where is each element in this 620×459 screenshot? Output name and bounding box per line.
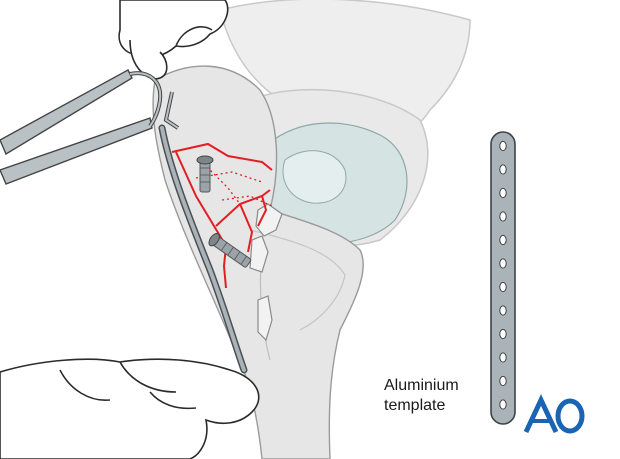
- forceps-icon: [0, 69, 180, 185]
- screw-icon: [208, 233, 252, 268]
- template-hole: [499, 375, 507, 387]
- template-hole: [499, 258, 507, 269]
- template-hole: [499, 211, 507, 222]
- bent-template-on-bone: [158, 124, 248, 374]
- template-holes: [499, 140, 507, 410]
- template-hole: [499, 281, 507, 293]
- template-hole: [499, 140, 507, 152]
- hand-icon: [118, 0, 229, 80]
- patella-soft-tissue: [258, 122, 408, 245]
- hand-icon: [0, 358, 260, 459]
- template-hole: [499, 352, 507, 363]
- screw-icon: [196, 155, 214, 193]
- template-hole: [499, 187, 507, 199]
- template-hole: [499, 234, 507, 246]
- aluminium-template-icon: [490, 131, 516, 425]
- fracture-lines: [171, 142, 273, 289]
- label-line-2: template: [384, 397, 446, 414]
- template-hole: [499, 305, 507, 316]
- fracture-fragment-edge: [249, 203, 283, 342]
- template-hole: [499, 328, 507, 340]
- template-hole: [499, 164, 507, 175]
- label-line-1: Aluminium: [384, 377, 459, 394]
- ao-logo-icon: [523, 394, 585, 434]
- template-hole: [499, 399, 507, 410]
- fracture-lines-dotted: [195, 159, 273, 207]
- aluminium-template-label: Aluminium template: [384, 376, 459, 416]
